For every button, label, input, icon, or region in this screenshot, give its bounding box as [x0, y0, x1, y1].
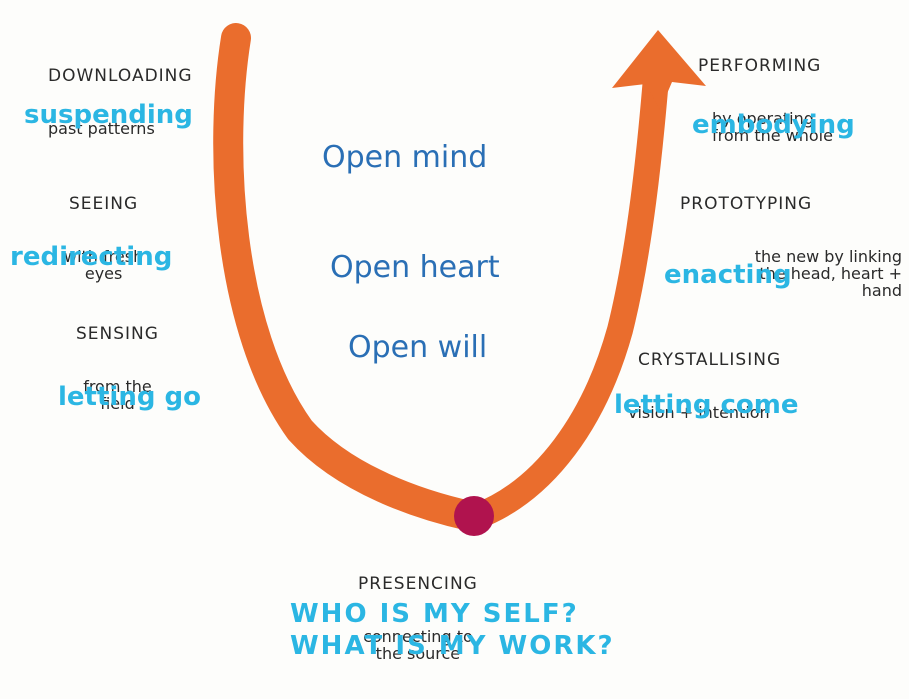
- letting-come-label: letting come: [614, 390, 799, 420]
- enacting-label: enacting: [664, 260, 792, 290]
- performing-subtitle: by operating from the whole: [712, 109, 833, 146]
- seeing-label: SEEING with fresh eyes: [64, 160, 143, 319]
- suspending-label: suspending: [24, 100, 193, 130]
- redirecting-label: redirecting: [10, 242, 173, 272]
- presencing-dot-icon: [454, 496, 494, 536]
- downloading-label: DOWNLOADING past patterns: [48, 32, 193, 174]
- crystallising-label: CRYSTALLISING vision + intention: [628, 316, 781, 458]
- presencing-subtitle: connecting to the source: [363, 627, 473, 664]
- prototyping-title: PROTOTYPING: [680, 193, 813, 214]
- sensing-subtitle: from the field: [83, 377, 152, 414]
- performing-title: PERFORMING: [698, 55, 822, 76]
- letting-go-label: letting go: [58, 382, 201, 412]
- prototyping-subtitle: the new by linking the head, heart + han…: [754, 247, 902, 300]
- who-is-my-self-question: WHO IS MY SELF?: [290, 599, 579, 629]
- seeing-title: SEEING: [69, 193, 139, 214]
- u-curve-left-stroke: [213, 23, 485, 531]
- prototyping-label: PROTOTYPING the new by linking the head,…: [680, 160, 902, 335]
- open-heart-label: Open heart: [330, 250, 500, 285]
- crystallising-subtitle: vision + intention: [628, 403, 770, 423]
- u-curve-right-stroke: [465, 65, 669, 529]
- downloading-title: DOWNLOADING: [48, 65, 193, 86]
- sensing-label: SENSING from the field: [76, 290, 159, 449]
- what-is-my-work-question: WHAT IS MY WORK?: [290, 631, 615, 661]
- seeing-subtitle: with fresh eyes: [64, 247, 144, 284]
- open-will-label: Open will: [348, 330, 488, 365]
- downloading-subtitle: past patterns: [48, 119, 155, 139]
- theory-u-diagram: DOWNLOADING past patterns suspending SEE…: [10, 22, 902, 662]
- presencing-label: PRESENCING connecting to the source: [358, 540, 478, 699]
- arrow-head-icon: [612, 30, 706, 110]
- presencing-title: PRESENCING: [358, 573, 478, 594]
- open-mind-label: Open mind: [322, 140, 488, 175]
- embodying-label: embodying: [692, 110, 855, 140]
- crystallising-title: CRYSTALLISING: [638, 349, 782, 370]
- u-curve: [213, 23, 706, 536]
- performing-label: PERFORMING by operating from the whole: [698, 22, 833, 181]
- sensing-title: SENSING: [76, 323, 159, 344]
